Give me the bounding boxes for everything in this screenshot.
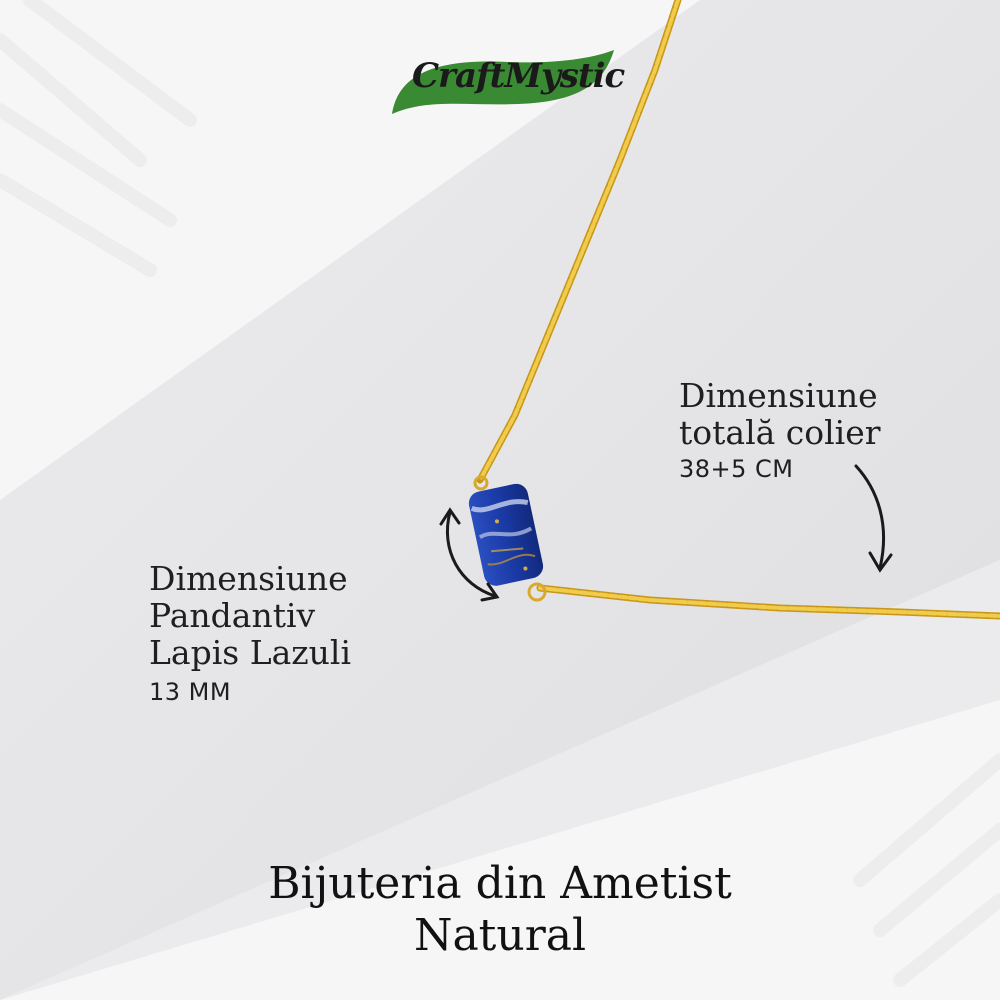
curved-double-arrow-icon (439, 507, 500, 602)
total-size-line1: Dimensiune (679, 376, 878, 415)
pendant-size-measure: 13 MM (149, 678, 232, 706)
pendant-size-label: Dimensiune Pandantiv Lapis Lazuli 13 MM (149, 560, 351, 707)
pendant-size-line2: Pandantiv (149, 596, 316, 635)
caption-line2: Natural (413, 910, 587, 961)
palm-leaf-shadow-bottom-right (853, 753, 1000, 987)
brand-logo: CraftMystic (388, 48, 625, 118)
pendant-size-line1: Dimensiune (149, 559, 348, 598)
necklace-chain (473, 0, 1000, 620)
total-size-line2: totală colier (679, 413, 881, 452)
brand-name: CraftMystic (412, 56, 625, 96)
caption-line1: Bijuteria din Ametist (268, 858, 732, 909)
leaf-icon (392, 50, 614, 114)
total-size-label: Dimensiune totală colier 38+5 CM (679, 377, 881, 484)
background-band-shadow (0, 560, 1000, 1000)
curved-arrow-down-icon (854, 464, 893, 573)
palm-leaf-shadow-top-left (0, 0, 197, 277)
pendant-size-line3: Lapis Lazuli (149, 633, 352, 672)
total-size-measure: 38+5 CM (679, 455, 794, 483)
lapis-lazuli-pendant (468, 483, 544, 586)
product-caption: Bijuteria din Ametist Natural (0, 858, 1000, 962)
